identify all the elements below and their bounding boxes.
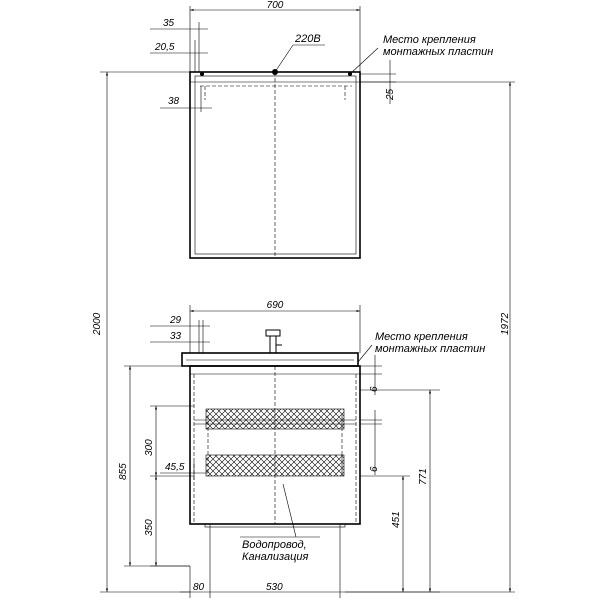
water-line2: Канализация [242,551,308,563]
dim-690-label: 690 [267,300,284,311]
dim-6-mid-label: 6 [369,466,380,472]
dim-mirror-width: 700 [189,0,361,72]
power-callout: 220В [274,33,325,73]
water-line1: Водопровод, [242,539,307,551]
dim-451: 451 [360,475,410,592]
dim-offset-38: 38 [160,86,212,112]
mirror-inner [194,75,357,255]
mount-top-line1: Место крепления [383,34,476,46]
dim-total-height: 2000 [92,71,190,593]
water-callout: Водопровод, Канализация [240,483,320,563]
dim-350-label: 350 [144,519,155,536]
dim-cabinet-width: 690 [189,300,361,353]
dim-771: 771 [345,389,440,593]
dim-offset-45-5: 45,5 [160,462,208,480]
cabinet-base [204,523,346,528]
dim-80-label: 80 [193,582,205,593]
dim-38-label: 38 [168,96,180,107]
dim-offset-29-33: 29 33 [150,315,210,353]
dim-2000-label: 2000 [92,312,103,336]
dim-700-label: 700 [267,0,284,11]
dim-1972-label: 1972 [500,312,511,335]
dim-bottom: 80 530 [180,524,345,598]
dim-25-label: 25 [385,88,396,101]
dim-771-label: 771 [418,468,429,485]
mount-mid-line1: Место крепления [375,331,468,343]
dim-drawers: 300 350 [144,405,194,567]
mount-callout-mid: Место крепления монтажных пластин [357,331,485,363]
faucet-icon [265,329,282,354]
dim-29-label: 29 [169,315,182,326]
dim-offset-20-5: 20,5 [150,40,208,72]
dim-gap-top: 6 [360,355,382,395]
mirror-view [189,69,361,259]
dim-6-top-label: 6 [369,386,380,392]
dim-35-label: 35 [163,18,175,29]
mount-mid-line2: монтажных пластин [375,343,485,355]
mount-point-left [200,72,204,76]
dim-45-5-label: 45,5 [165,462,185,473]
basin-top [181,352,359,367]
dim-20-5-label: 20,5 [154,42,175,53]
power-label: 220В [294,33,321,45]
dim-offset-35: 35 [150,18,208,72]
cabinet-view [181,329,361,528]
dim-33-label: 33 [170,331,182,342]
mount-top-line2: монтажных пластин [383,46,493,58]
dim-gap-mid: 6 [360,410,382,475]
dim-855-label: 855 [118,463,129,480]
dim-451-label: 451 [391,511,402,528]
dim-530-label: 530 [266,582,283,593]
dim-300-label: 300 [144,439,155,456]
mount-callout-top: Место крепления монтажных пластин [349,34,493,75]
